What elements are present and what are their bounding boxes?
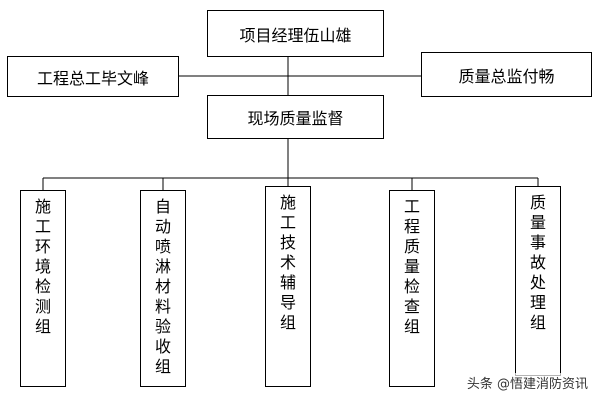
group-label-technical-guidance: 施工技术辅导组 <box>279 193 296 332</box>
project-manager-box: 项目经理伍山雄 <box>207 10 384 57</box>
project-manager-label: 项目经理伍山雄 <box>239 25 352 45</box>
group-box-accident-handling: 质量事故处理组 <box>515 186 561 376</box>
group-box-environment: 施工环境检测组 <box>20 190 66 387</box>
site-quality-supervision-box: 现场质量监督 <box>207 95 384 139</box>
chief-engineer-label: 工程总工毕文峰 <box>36 68 149 88</box>
group-box-quality-inspection: 工程质量检查组 <box>389 190 435 387</box>
site-quality-supervision-label: 现场质量监督 <box>247 109 344 128</box>
quality-director-box: 质量总监付畅 <box>421 52 592 97</box>
group-box-technical-guidance: 施工技术辅导组 <box>265 186 311 387</box>
quality-director-label: 质量总监付畅 <box>458 66 555 86</box>
watermark: 头条 @悟建消防资讯 <box>464 373 590 392</box>
group-label-environment: 施工环境检测组 <box>34 197 51 336</box>
group-label-quality-inspection: 工程质量检查组 <box>403 197 420 336</box>
group-label-sprinkler-materials: 自动喷淋材料验收组 <box>154 197 171 376</box>
group-label-accident-handling: 质量事故处理组 <box>529 193 546 332</box>
chief-engineer-box: 工程总工毕文峰 <box>7 56 179 97</box>
group-box-sprinkler-materials: 自动喷淋材料验收组 <box>140 190 186 387</box>
